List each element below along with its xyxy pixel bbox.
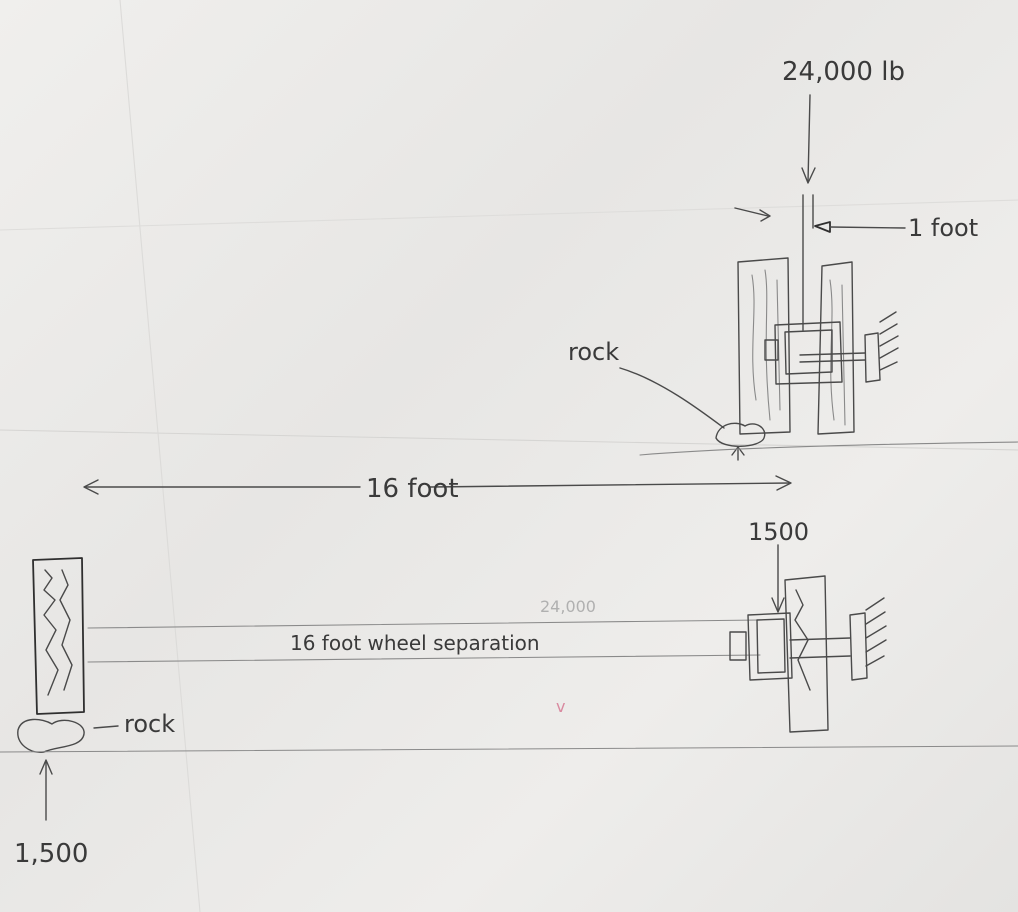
left-force-label: 1,500 [14, 839, 88, 869]
wheel-separation-label: 16 foot wheel separation [290, 631, 540, 655]
right-wheel-assembly [729, 544, 887, 733]
span-dimension: 16 foot [83, 474, 792, 504]
erased-mark: 24,000 [540, 597, 596, 616]
width-dimension [734, 194, 906, 331]
top-view: 24,000 lb 1 foot rock [568, 57, 1018, 461]
axle-beam [87, 619, 761, 663]
bottom-view: 24,000 v 16 foot wheel separation 1500 r… [0, 518, 1018, 869]
pink-mark: v [556, 697, 565, 716]
load-arrow [801, 94, 816, 184]
right-force-label: 1500 [748, 518, 809, 546]
top-rock-label: rock [568, 338, 619, 366]
hub-assembly [764, 311, 899, 385]
span-label: 16 foot [366, 474, 459, 504]
top-rock [619, 367, 1018, 461]
bottom-rock-label: rock [124, 710, 175, 738]
left-tire [737, 257, 791, 435]
right-tire [817, 261, 855, 435]
width-label: 1 foot [908, 214, 978, 242]
load-label: 24,000 lb [782, 57, 905, 87]
left-wheel [32, 557, 85, 715]
